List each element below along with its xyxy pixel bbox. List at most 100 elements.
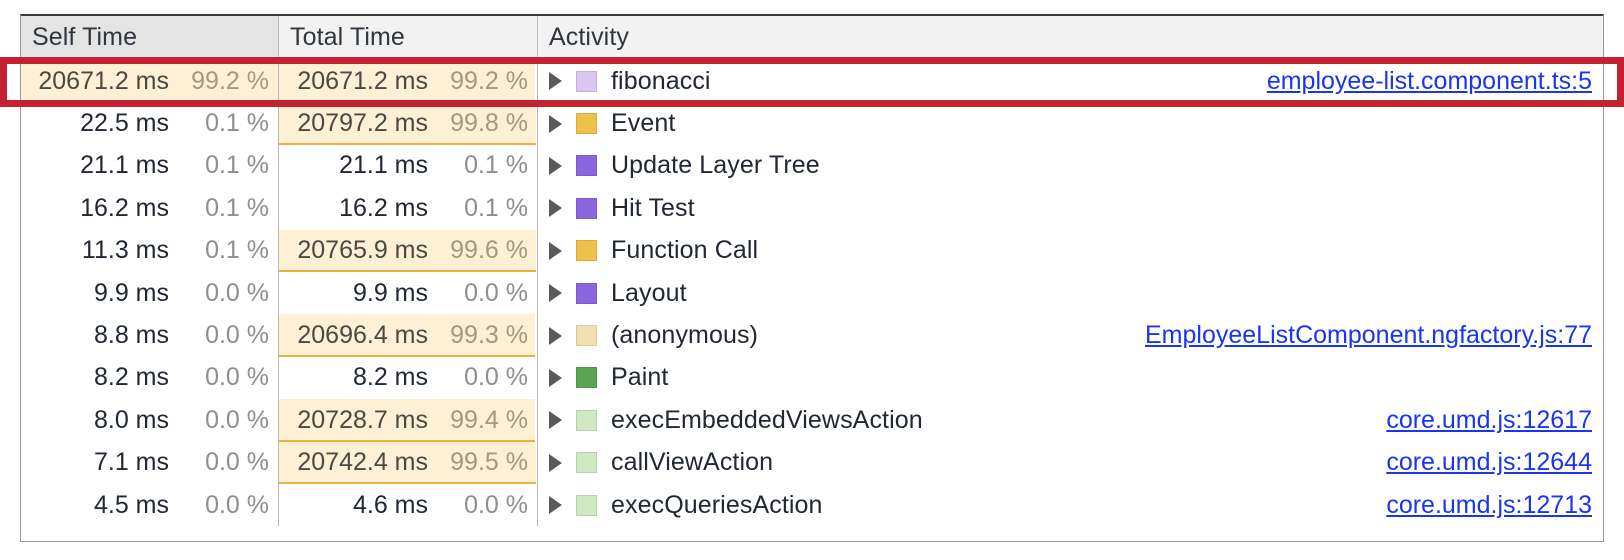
category-color-swatch-icon [576,367,597,389]
cell-activity: fibonacci employee-list.component.ts:5 [538,60,1603,102]
self-time-value: 4.5 ms [93,490,169,519]
category-color-swatch-icon [576,325,597,347]
total-time-percent: 0.0 % [464,490,528,519]
self-time-percent: 0.1 % [205,236,269,265]
cell-activity: Hit Test [538,187,1603,229]
column-header-total-time[interactable]: Total Time [279,16,538,59]
self-time-value: 20671.2 ms [38,66,169,95]
activity-label: callViewAction [611,448,774,477]
self-time-percent: 0.0 % [205,278,269,307]
source-location-link[interactable]: core.umd.js:12617 [1386,405,1592,434]
category-color-swatch-icon [576,70,597,92]
self-time-value: 21.1 ms [80,151,169,180]
self-time-value: 7.1 ms [93,448,169,477]
total-time-bar [279,229,536,272]
expand-triangle-icon[interactable] [549,199,562,218]
column-header-self-time-label: Self Time [32,23,138,51]
self-time-percent: 0.0 % [205,363,269,392]
expand-triangle-icon[interactable] [549,453,562,472]
source-location-link[interactable]: core.umd.js:12644 [1386,448,1592,477]
total-time-bar [279,441,536,484]
category-color-swatch-icon [576,113,597,135]
source-location-link[interactable]: core.umd.js:12713 [1386,490,1592,519]
category-color-swatch-icon [576,155,597,177]
self-time-percent: 0.0 % [205,321,269,350]
cell-activity: Function Call [538,230,1603,272]
expand-triangle-icon[interactable] [549,72,562,91]
category-color-swatch-icon [576,197,597,219]
total-time-bar [279,399,536,442]
cell-activity: Event [538,102,1603,144]
self-time-value: 8.8 ms [93,321,169,350]
self-time-value: 8.2 ms [93,363,169,392]
expand-triangle-icon[interactable] [549,411,562,430]
table-row[interactable]: 8.2 ms 0.0 % 8.2 ms 0.0 % Paint [21,356,1603,400]
expand-triangle-icon[interactable] [549,496,562,515]
source-link-container: employee-list.component.ts:5 [711,67,1603,96]
activity-label: fibonacci [611,66,711,95]
expand-triangle-icon[interactable] [549,326,562,345]
expand-triangle-icon[interactable] [549,284,562,303]
cell-self-time: 4.5 ms 0.0 % [21,483,279,527]
self-time-percent: 99.2 % [191,66,269,95]
total-time-percent: 0.1 % [464,151,528,180]
source-link-container: core.umd.js:12617 [923,406,1603,435]
total-time-percent: 99.4 % [450,405,528,434]
total-time-value: 8.2 ms [352,363,428,392]
total-time-value: 20797.2 ms [297,109,428,138]
source-location-link[interactable]: EmployeeListComponent.ngfactory.js:77 [1145,321,1592,350]
source-link-container: EmployeeListComponent.ngfactory.js:77 [758,321,1603,350]
activity-label: execQueriesAction [611,490,823,519]
self-time-percent: 0.0 % [205,405,269,434]
column-header-self-time[interactable]: Self Time [21,16,279,59]
self-time-value: 11.3 ms [81,236,169,265]
category-color-swatch-icon [576,452,597,474]
source-link-container: core.umd.js:12644 [773,448,1603,477]
category-color-swatch-icon [576,240,597,262]
total-time-percent: 99.6 % [450,236,528,265]
expand-triangle-icon[interactable] [549,156,562,175]
source-location-link[interactable]: employee-list.component.ts:5 [1266,66,1592,95]
cell-total-time: 8.2 ms 0.0 % [279,356,538,400]
expand-triangle-icon[interactable] [549,368,562,387]
total-time-percent: 0.1 % [464,193,528,222]
self-time-percent: 0.0 % [205,490,269,519]
expand-triangle-icon[interactable] [549,241,562,260]
performance-bottom-up-panel: Self Time Total Time Activity 20671.2 ms… [20,14,1604,542]
cell-activity: callViewAction core.umd.js:12644 [538,442,1603,484]
activity-label: Layout [611,278,687,307]
activity-label: Hit Test [611,193,695,222]
total-time-percent: 0.0 % [464,363,528,392]
cell-self-time: 8.2 ms 0.0 % [21,356,279,400]
column-header-activity-label: Activity [549,23,629,51]
column-header-activity[interactable]: Activity [538,16,1603,59]
expand-triangle-icon[interactable] [549,114,562,133]
activity-label: Paint [611,363,669,392]
self-time-value: 16.2 ms [80,193,169,222]
total-time-percent: 99.5 % [450,448,528,477]
